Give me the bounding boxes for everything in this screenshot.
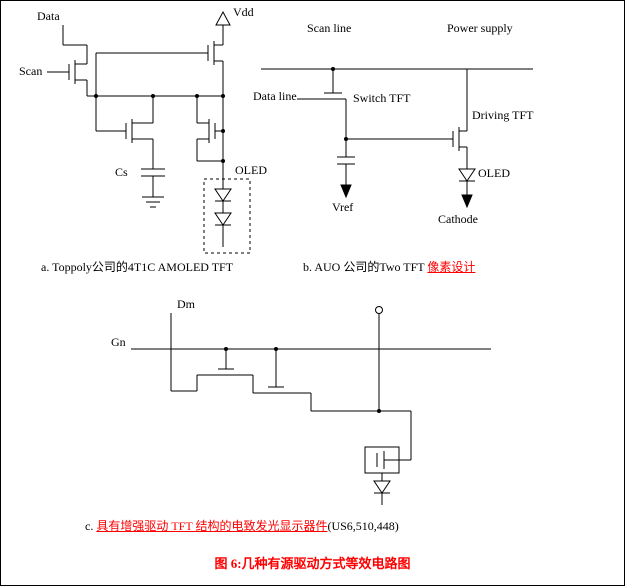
- caption-c-patent: (US6,510,448): [327, 519, 399, 533]
- drive-tft-symbol: [96, 41, 223, 65]
- caption-c-prefix: c.: [85, 519, 97, 533]
- storage-tft-symbol: [96, 96, 154, 169]
- circuit-a-schematic: [47, 10, 251, 254]
- data-line-label: Data line: [253, 89, 297, 103]
- el-diode-symbol: [373, 480, 391, 505]
- oled-diode-symbol: [458, 168, 476, 209]
- oled-dashed-box: [203, 178, 251, 254]
- caption-b-text: b. AUO 公司的Two TFT: [303, 260, 428, 274]
- pass-tft-1-symbol: [171, 349, 254, 393]
- driving-tft-symbol: [452, 69, 468, 169]
- vdd-triangle-icon: [215, 10, 231, 45]
- circuit-c-schematic: [131, 306, 491, 505]
- pass-tft-2-symbol: [253, 349, 312, 411]
- vdd-label: Vdd: [233, 5, 254, 19]
- cathode-arrow-icon: [461, 194, 473, 209]
- caption-a: a. Toppoly公司的4T1C AMOLED TFT: [41, 259, 233, 275]
- dm-label: Dm: [177, 297, 195, 311]
- driving-tft-label: Driving TFT: [472, 108, 534, 122]
- scan-label: Scan: [19, 64, 43, 78]
- storage-capacitor-symbol: [337, 139, 355, 199]
- circuit-b-schematic: [261, 67, 533, 209]
- caption-b: b. AUO 公司的Two TFT 像素设计: [303, 259, 475, 275]
- scan-line-label: Scan line: [307, 21, 352, 35]
- figure-caption: 图 6:几种有源驱动方式等效电路图: [214, 556, 411, 571]
- caption-b-red-link: 像素设计: [427, 260, 476, 274]
- data-label: Data: [37, 9, 60, 23]
- vref-label: Vref: [332, 200, 354, 214]
- switch-tft-symbol: [297, 69, 347, 139]
- terminal-circle-icon: [375, 306, 383, 314]
- oled-b-label: OLED: [478, 166, 510, 180]
- cathode-label: Cathode: [438, 212, 478, 226]
- scan-tft-symbol: [47, 25, 88, 96]
- vref-arrow-icon: [340, 184, 352, 199]
- cs-label: Cs: [115, 165, 128, 179]
- caption-c: c. 具有增强驱动 TFT 结构的电致发光显示器件(US6,510,448): [85, 518, 399, 534]
- caption-c-red-link: 具有增强驱动 TFT 结构的电致发光显示器件: [96, 519, 328, 533]
- caption-a-text: a. Toppoly公司的4T1C AMOLED TFT: [41, 260, 234, 274]
- cs-capacitor-symbol: [141, 168, 165, 197]
- switch-tft-label: Switch TFT: [353, 91, 411, 105]
- compensation-tft-symbol: [196, 96, 223, 162]
- oled-a-label: OLED: [235, 163, 267, 177]
- gn-label: Gn: [111, 335, 126, 349]
- power-supply-label: Power supply: [447, 21, 513, 35]
- ground-icon: [142, 196, 164, 208]
- enhanced-drive-tft-symbol: [364, 446, 400, 481]
